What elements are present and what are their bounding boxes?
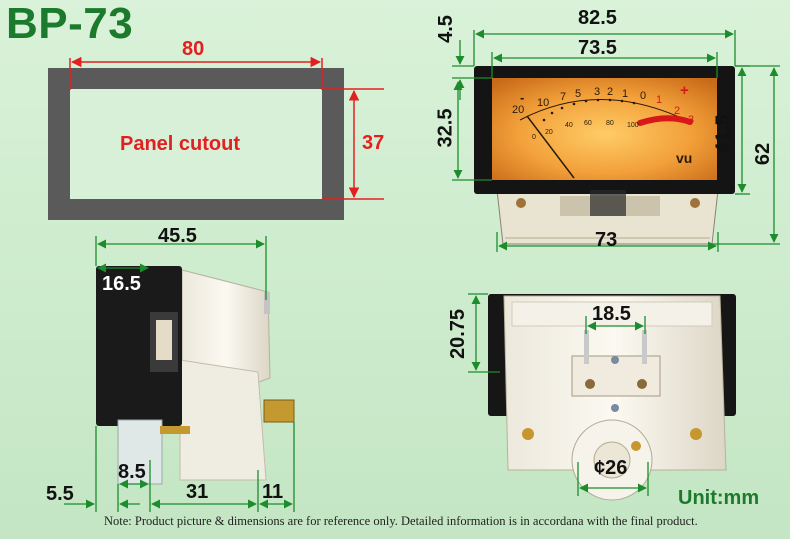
front-dimension-lines — [452, 29, 780, 252]
front-window-height: 32.5 — [434, 108, 457, 148]
side-depth-label: 45.5 — [158, 225, 197, 247]
meter-percent-0: 0 — [532, 134, 536, 141]
side-dimension-lines — [64, 236, 295, 512]
meter-minus-sign: - — [520, 90, 525, 105]
back-view-drawing — [488, 294, 736, 501]
unit-label: Unit:mm — [678, 487, 760, 509]
meter-scale-red-2: 2 — [674, 105, 681, 117]
front-meter-drawing — [474, 66, 735, 245]
side-view-drawing — [96, 266, 295, 485]
panel-width-label: 80 — [182, 38, 205, 60]
side-offset-b-label: 8.5 — [118, 461, 146, 483]
meter-percent-100: 100 — [627, 122, 639, 129]
back-dimension-lines — [468, 293, 649, 496]
side-terminal-label: 11 — [262, 481, 284, 503]
meter-plus-sign: + — [680, 82, 689, 99]
meter-scale-1: 1 — [622, 88, 629, 100]
meter-scale-0: 0 — [640, 90, 647, 102]
footnote: Note: Product picture & dimensions are f… — [104, 514, 698, 528]
front-top-offset: 4.5 — [434, 15, 457, 43]
meter-percent-20: 20 — [545, 129, 553, 136]
panel-cutout-drawing — [48, 56, 384, 220]
front-outer-width: 82.5 — [578, 7, 617, 29]
front-total-height: 62 — [752, 142, 775, 166]
meter-scale-20: 20 — [512, 104, 525, 116]
meter-scale-red-3: 3 — [688, 114, 695, 126]
meter-scale-2: 2 — [607, 86, 614, 98]
meter-scale-red-1: 1 — [656, 94, 663, 106]
front-inner-width: 73.5 — [578, 37, 617, 59]
meter-scale-5: 5 — [575, 88, 582, 100]
meter-scale-10: 10 — [537, 97, 550, 109]
side-body-label: 31 — [186, 481, 209, 503]
front-bottom-width: 73 — [595, 229, 618, 251]
back-diameter-label: ¢26 — [594, 457, 628, 479]
meter-percent-80: 80 — [606, 120, 614, 127]
back-pin-spacing-label: 18.5 — [592, 303, 631, 325]
meter-percent-40: 40 — [565, 122, 573, 129]
side-front-thickness-label: 16.5 — [102, 273, 141, 295]
back-height-label: 20.75 — [447, 308, 470, 360]
panel-cutout-label: Panel cutout — [120, 133, 241, 155]
panel-height-label: 37 — [362, 132, 385, 154]
front-inner-height: 41.5 — [712, 114, 735, 154]
side-offset-a-label: 5.5 — [46, 483, 74, 505]
product-title: BP-73 — [6, 0, 134, 48]
meter-scale-7: 7 — [560, 91, 567, 103]
meter-vu-label: vu — [676, 150, 693, 166]
meter-percent-60: 60 — [584, 120, 592, 127]
meter-scale-3: 3 — [594, 86, 601, 98]
